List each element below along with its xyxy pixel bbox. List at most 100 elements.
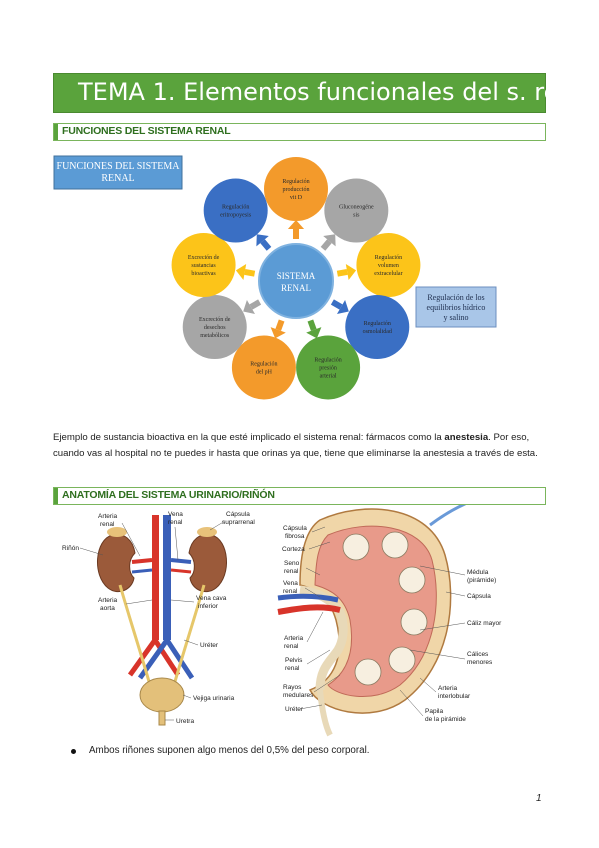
paragraph-part1: Ejemplo de sustancia bioactiva en la que… (53, 432, 445, 443)
label-capsula-supra-2: suprarrenal (222, 519, 255, 526)
label-vena-cava-1: Vena cava (196, 595, 227, 602)
k-label-arteria-inter-1: Arteria (438, 685, 458, 692)
diagram-node-2-line3: extracelular (374, 271, 402, 277)
center-node-line2: RENAL (281, 283, 311, 293)
diagram-node-0-line2: producción (283, 187, 310, 193)
label-arteria-renal-1: Arteria (98, 513, 118, 520)
diagram-arrow-stem-5 (275, 319, 285, 331)
k-label-vena-1: Vena (283, 580, 298, 587)
bullet-text: Ambos riñones suponen algo menos del 0,5… (89, 745, 370, 756)
diagram-node-0 (264, 157, 328, 221)
diagram-node-1-line1: Gluconeogéne (339, 205, 374, 211)
adrenal-left (107, 527, 127, 537)
section-heading-funciones: FUNCIONES DEL SISTEMA RENAL (53, 123, 546, 141)
k-label-medula-1: Médula (467, 569, 489, 576)
diagram-arrow-1 (323, 234, 336, 247)
right-renal-artery (170, 568, 192, 574)
k-label-rayos-1: Rayos (283, 684, 302, 691)
diagram-arrow-6 (243, 299, 256, 315)
diagram-arrow-stem-3 (330, 299, 343, 310)
diagram-title-line1: FUNCIONES DEL SISTEMA (57, 161, 181, 172)
diagram-node-8 (203, 178, 268, 243)
diagram-node-6-line1: Excreción de (199, 317, 231, 323)
diagram-node-5 (231, 335, 296, 400)
diagram-title-line2: RENAL (101, 173, 134, 184)
section-heading-text: ANATOMÍA DEL SISTEMA URINARIO/RIÑÓN (62, 489, 275, 501)
k-label-arteria-2: renal (284, 643, 299, 650)
renal-pyramids (342, 531, 428, 686)
vena-cava (163, 515, 171, 640)
section-heading-anatomia: ANATOMÍA DEL SISTEMA URINARIO/RIÑÓN (53, 487, 546, 505)
label-vena-renal-1: Vena (168, 511, 183, 518)
diagram-nodes: Regulación producción vit D Gluconeogéne sis… (171, 157, 421, 400)
diagram-node-7-line2: sustancias (191, 263, 216, 269)
callout-line3: y salino (443, 313, 468, 322)
diagram-node-0-line1: Regulación (282, 179, 309, 185)
page-number: 1 (536, 793, 542, 804)
diagram-arrow-5 (270, 327, 286, 339)
diagram-node-7-line3: bioactivas (191, 271, 216, 277)
diagram-node-8-line2: eritropoyesis (220, 213, 252, 219)
bladder (139, 677, 185, 713)
label-ureter: Uréter (200, 642, 219, 649)
k-label-arteria-inter-2: interlobular (438, 693, 471, 700)
diagram-node-7 (171, 233, 236, 298)
diagram-arrow-0 (287, 220, 305, 229)
iliac-veins (137, 638, 195, 680)
label-rinon: Riñón (62, 545, 79, 552)
diagram-node-4-line1: Regulación (314, 357, 341, 363)
label-capsula-supra-1: Cápsula (226, 511, 250, 518)
k-label-seno-1: Seno (284, 560, 300, 567)
left-kidney (96, 533, 136, 593)
urethra (158, 710, 166, 726)
diagram-node-2 (356, 233, 421, 298)
diagram-node-6-line2: desechos (204, 325, 226, 331)
diagram-arrow-2 (345, 263, 357, 280)
center-node-sistema-renal (258, 243, 334, 319)
k-label-ureter: Uréter (285, 706, 304, 713)
diagram-node-4-line3: arterial (320, 373, 337, 379)
diagram-node-1 (324, 178, 389, 243)
bullet-item: Ambos riñones suponen algo menos del 0,5… (71, 745, 370, 756)
diagram-node-7-line1: Excreción de (188, 255, 220, 261)
callout-line1: Regulación de los (427, 293, 484, 302)
k-label-capsula: Cápsula (467, 593, 491, 600)
k-label-caliz-mayor: Cáliz mayor (467, 620, 502, 627)
right-ureter (172, 584, 206, 686)
anestesia-paragraph: Ejemplo de sustancia bioactiva en la que… (53, 430, 546, 462)
k-label-corteza: Corteza (282, 546, 305, 553)
diagram-node-2-line2: volumen (378, 263, 399, 269)
diagram-node-5-line1: Regulación (250, 361, 277, 367)
right-renal-vein (170, 558, 192, 564)
callout-box (415, 286, 497, 328)
k-label-rayos-2: medulares (283, 692, 314, 699)
diagram-arrow-stem-2 (336, 269, 348, 277)
diagram-title-box (53, 155, 183, 190)
left-renal-vein (131, 568, 153, 574)
urinary-system-illustration: Arteria renal Vena renal Cápsula suprarr… (62, 511, 255, 726)
bullet-dot (71, 749, 76, 754)
label-arteria-aorta-1: Arteria (98, 597, 118, 604)
k-label-calices-1: Cálices (467, 651, 489, 658)
diagram-node-3-line2: osmolalidad (363, 329, 392, 335)
diagram-arrow-4 (306, 327, 322, 339)
center-node-line1: SISTEMA (277, 271, 316, 281)
k-label-seno-2: renal (284, 568, 299, 575)
diagram-node-6 (182, 295, 247, 359)
title-banner: TEMA 1. Elementos funcionales del s. ren… (53, 73, 595, 113)
diagram-arrow-8 (256, 234, 269, 247)
left-renal-artery (131, 558, 153, 564)
k-label-capsula-fibrosa-2: fibrosa (285, 533, 305, 540)
diagram-arrow-stem-7 (244, 269, 256, 277)
k-label-papila-1: Papila (425, 708, 443, 715)
k-label-calices-2: menores (467, 659, 493, 666)
diagram-node-4 (296, 335, 361, 400)
diagram-node-5-line2: del pH (256, 369, 273, 375)
diagram-node-6-line3: metabólicos (200, 333, 230, 339)
section-heading-text: FUNCIONES DEL SISTEMA RENAL (62, 125, 231, 137)
diagram-node-1-line2: sis (353, 213, 360, 219)
k-label-capsula-fibrosa-1: Cápsula (283, 525, 307, 532)
kidney-ureter (317, 689, 333, 737)
diagram-node-0-line3: vit D (290, 195, 303, 201)
label-vena-cava-2: inferior (198, 603, 219, 610)
